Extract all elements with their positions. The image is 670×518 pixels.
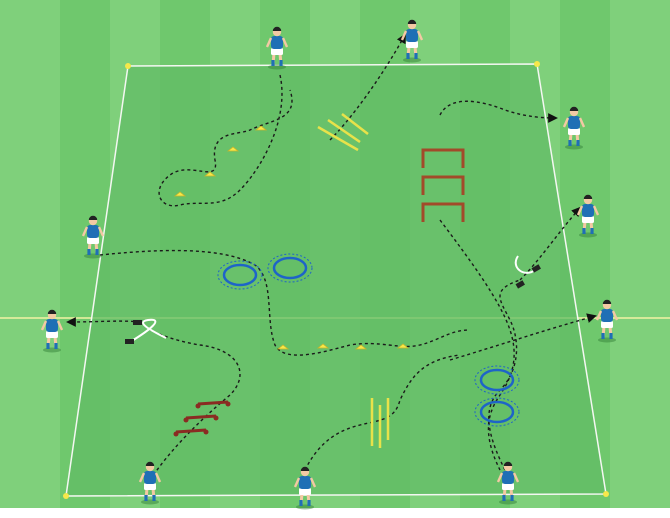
drill-area [66,64,606,496]
mini-hurdle [186,416,216,418]
mini-hurdle [176,430,206,432]
mini-hurdle [198,402,228,404]
